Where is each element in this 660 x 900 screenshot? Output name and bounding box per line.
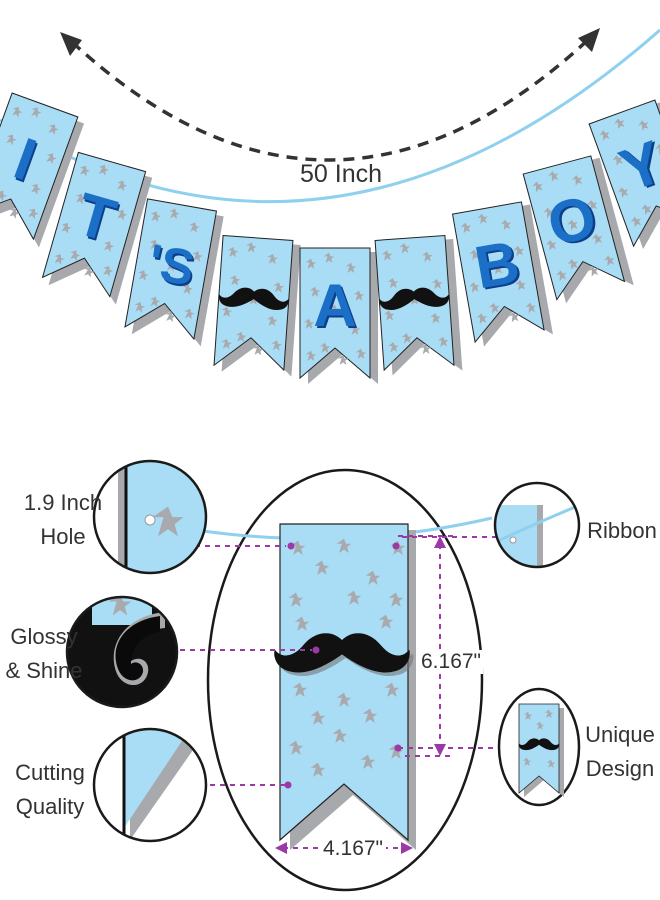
unique-label: Unique Design — [582, 718, 658, 786]
glossy-label-line2: & Shine — [5, 658, 83, 683]
leader-dot — [284, 781, 292, 789]
leader-dot — [394, 744, 402, 752]
leader-dot — [312, 646, 320, 654]
cutting-label: Cutting Quality — [4, 756, 96, 824]
unique-label-line1: Unique — [585, 722, 655, 747]
banner-flag-letter: AA — [299, 247, 378, 384]
flag-zoom-oval — [206, 468, 484, 892]
glossy-label: Glossy & Shine — [2, 620, 86, 688]
span-arrow — [60, 28, 600, 162]
cutting-label-line2: Quality — [15, 794, 85, 819]
arrow-right-icon — [401, 842, 413, 854]
ribbon-label: Ribbon — [587, 518, 657, 543]
arrow-down-icon — [434, 744, 446, 756]
cutting-label-line1: Cutting — [15, 760, 85, 785]
cutting-zoom-circle — [92, 727, 208, 843]
detail-flag — [279, 523, 409, 842]
banner-flag-letter: II — [0, 92, 85, 248]
height-label: 6.167" — [419, 650, 484, 674]
hole-marker-icon — [287, 542, 295, 550]
ribbon-zoom-circle — [493, 481, 581, 569]
banner-flag-letter: BB — [451, 201, 553, 347]
hole-label-line1: 1.9 Inch — [23, 490, 103, 515]
banner-flag-mustache — [213, 235, 301, 377]
banner-letter: A — [313, 272, 356, 339]
banner-letter: 'S — [144, 234, 198, 297]
unique-label-line2: Design — [585, 756, 655, 781]
glossy-zoom-circle — [65, 595, 179, 709]
detail-diagram — [195, 468, 493, 892]
arrow-left-icon — [275, 842, 287, 854]
hole-label: 1.9 Inch Hole — [18, 486, 108, 554]
hole-zoom-circle — [92, 459, 208, 575]
banner-flag-letter: TT — [41, 151, 153, 305]
banner-flag-letter: OO — [522, 155, 634, 304]
unique-design-oval — [497, 687, 581, 807]
hole-marker-icon — [392, 542, 400, 550]
arrow-up-icon — [434, 536, 446, 548]
banner-flag-letter: YY — [588, 99, 660, 250]
banner-flag-letter: 'S'S — [124, 198, 224, 347]
hole-label-line2: Hole — [40, 524, 86, 549]
banner-letter-shadow: 'S — [146, 236, 200, 299]
width-label: 4.167" — [320, 837, 387, 861]
banner-flag-mustache — [374, 235, 463, 376]
glossy-label-line1: Glossy — [10, 624, 78, 649]
banner-letter-shadow: A — [315, 274, 358, 341]
banner-length-label: 50 Inch — [300, 160, 383, 188]
